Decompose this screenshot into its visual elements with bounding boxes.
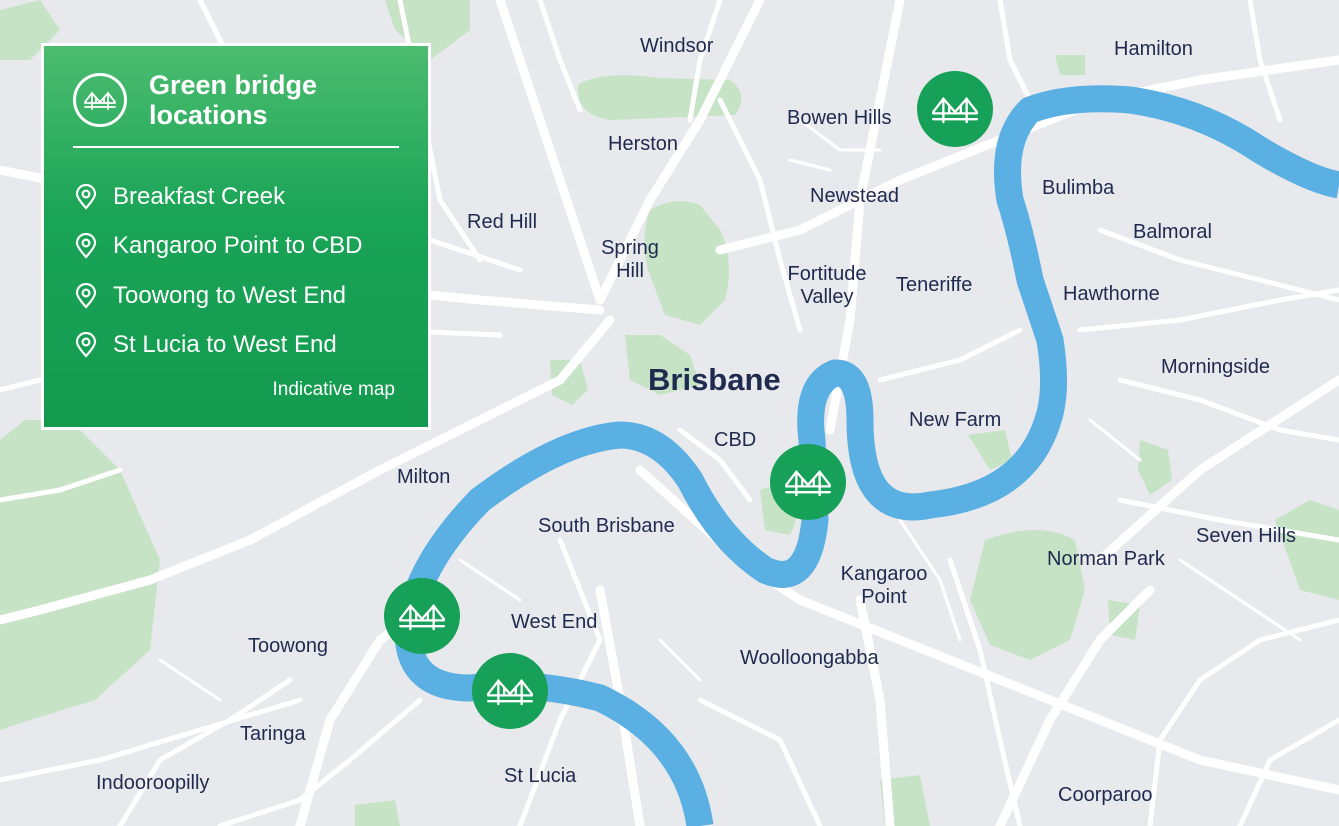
suburb-label: Herston bbox=[608, 133, 679, 155]
suburb-label: Hawthorne bbox=[1063, 283, 1160, 305]
legend-list: Breakfast Creek Kangaroo Point to CBD To… bbox=[73, 172, 362, 370]
suburb-label: Newstead bbox=[810, 185, 899, 207]
suburb-label: St Lucia bbox=[504, 765, 577, 787]
suburb-label: Taringa bbox=[240, 723, 306, 745]
location-pin-icon bbox=[73, 332, 99, 358]
bridge-icon bbox=[932, 96, 978, 124]
suburb-label: Norman Park bbox=[1047, 548, 1165, 570]
suburb-label: Fortitude Valley bbox=[787, 263, 867, 308]
suburb-label: Coorparoo bbox=[1058, 784, 1153, 806]
legend-note: Indicative map bbox=[272, 379, 395, 400]
legend-item-breakfast-creek[interactable]: Breakfast Creek bbox=[73, 172, 362, 222]
suburb-label: West End bbox=[511, 611, 598, 633]
suburb-label: CBD bbox=[714, 429, 757, 451]
suburb-label: Milton bbox=[397, 466, 451, 488]
suburb-label: Kangaroo Point bbox=[840, 563, 928, 608]
suburb-label: Red Hill bbox=[467, 211, 538, 233]
bridge-marker-st-lucia-to-west-end[interactable] bbox=[472, 653, 548, 729]
suburb-label: Balmoral bbox=[1133, 221, 1212, 243]
bridge-icon bbox=[399, 603, 445, 631]
suburb-label: Spring Hill bbox=[601, 237, 659, 282]
suburb-label: Seven Hills bbox=[1196, 525, 1297, 547]
legend-title: Green bridge locations bbox=[149, 70, 318, 130]
bridge-icon bbox=[73, 73, 127, 127]
city-label: Brisbane bbox=[648, 362, 781, 397]
legend-item-label: St Lucia to West End bbox=[113, 331, 337, 359]
suburb-label: Indooroopilly bbox=[96, 772, 210, 794]
bridge-marker-breakfast-creek[interactable] bbox=[917, 71, 993, 147]
suburb-label: Morningside bbox=[1161, 356, 1270, 378]
legend-divider bbox=[73, 146, 399, 148]
suburb-label: Toowong bbox=[248, 635, 329, 657]
suburb-label: Hamilton bbox=[1114, 38, 1193, 60]
suburb-label: Teneriffe bbox=[896, 274, 973, 296]
suburb-label: Windsor bbox=[640, 35, 714, 57]
legend-panel: Green bridge locations Breakfast Creek K… bbox=[41, 43, 431, 430]
legend-item-kangaroo-point-to-cbd[interactable]: Kangaroo Point to CBD bbox=[73, 222, 362, 272]
legend-item-label: Breakfast Creek bbox=[113, 182, 286, 210]
suburb-label: Bulimba bbox=[1042, 177, 1115, 199]
bridge-icon bbox=[785, 469, 831, 497]
legend-item-toowong-to-west-end[interactable]: Toowong to West End bbox=[73, 271, 362, 321]
location-pin-icon bbox=[73, 183, 99, 210]
bridge-marker-toowong-to-west-end[interactable] bbox=[384, 578, 460, 654]
bridge-marker-kangaroo-point-to-cbd[interactable] bbox=[770, 444, 846, 520]
suburb-label: South Brisbane bbox=[538, 515, 675, 537]
location-pin-icon bbox=[73, 282, 99, 309]
legend-item-st-lucia-to-west-end[interactable]: St Lucia to West End bbox=[73, 321, 362, 371]
suburb-label: Woolloongabba bbox=[740, 647, 879, 669]
legend-item-label: Kangaroo Point to CBD bbox=[113, 232, 363, 260]
legend-header: Green bridge locations bbox=[73, 70, 317, 130]
bridge-icon bbox=[487, 678, 533, 706]
suburb-label: New Farm bbox=[909, 409, 1002, 431]
legend-item-label: Toowong to West End bbox=[113, 281, 347, 309]
location-pin-icon bbox=[73, 233, 99, 259]
suburb-label: Bowen Hills bbox=[787, 107, 892, 129]
